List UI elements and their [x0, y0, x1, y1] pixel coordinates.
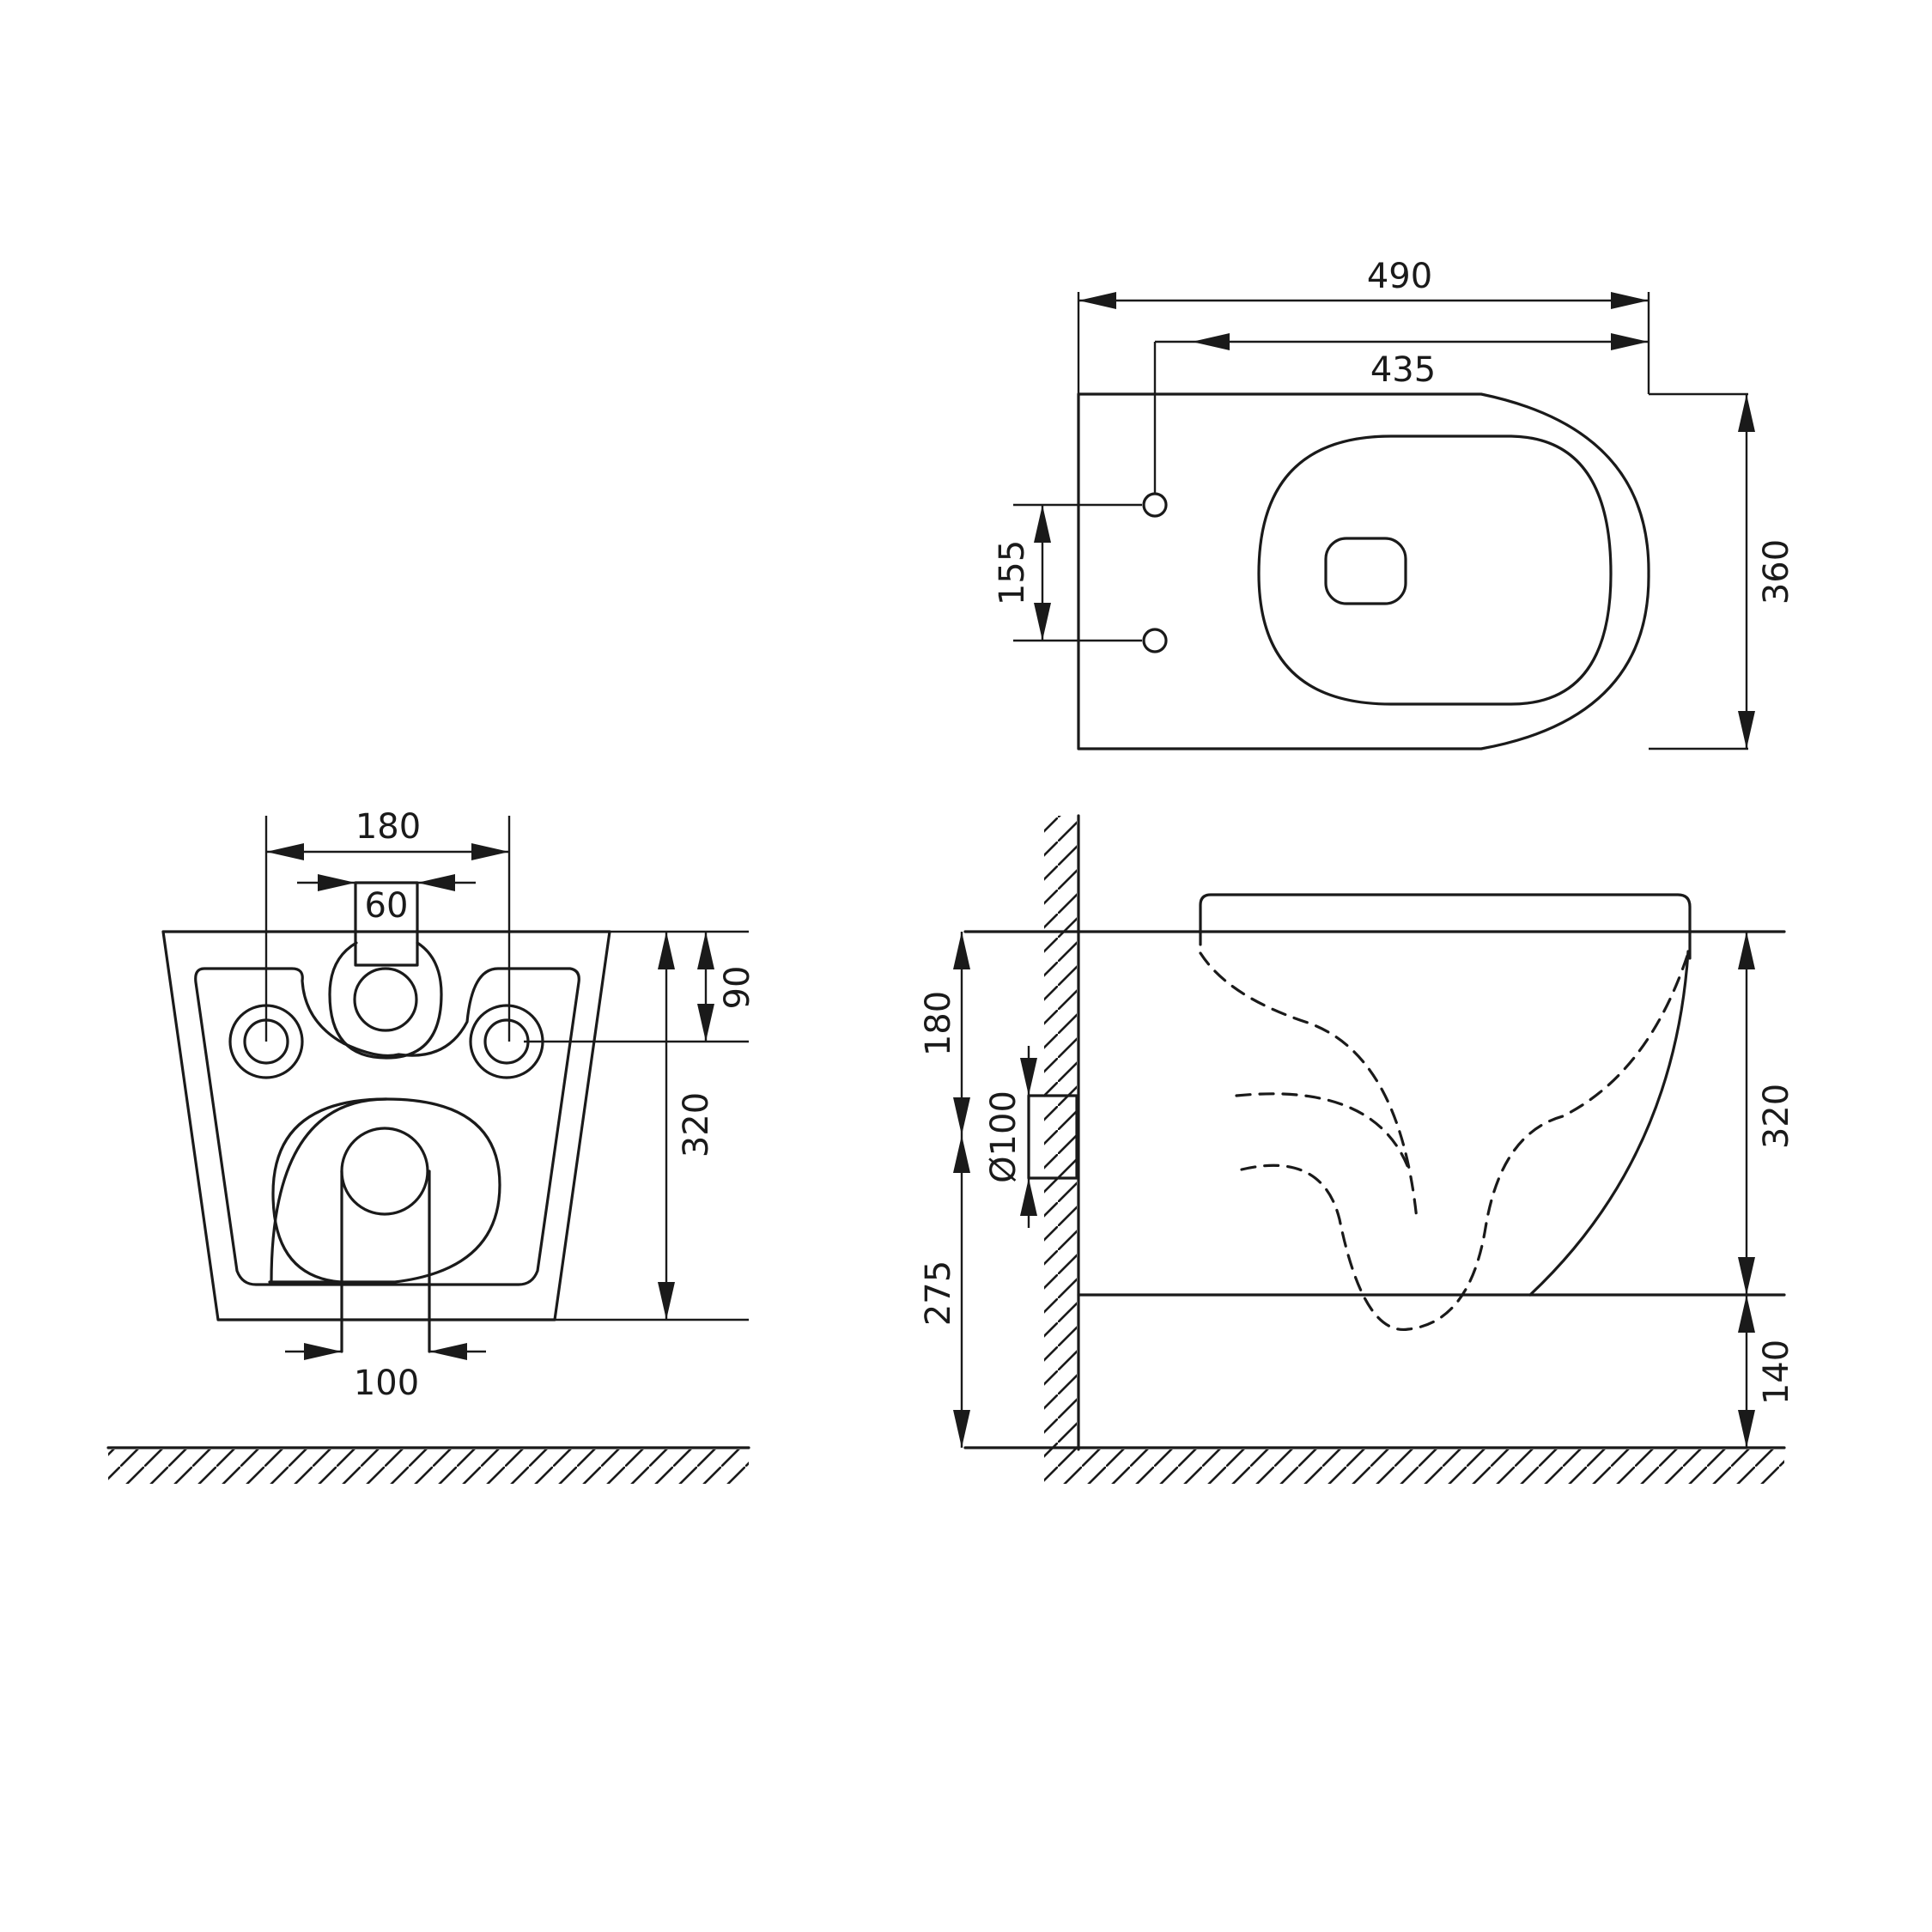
dim-label-90: 90: [718, 966, 757, 1010]
dim-label-180-side: 180: [919, 991, 958, 1056]
dim-label-490: 490: [1367, 257, 1432, 296]
top-view-drain: [1324, 537, 1407, 605]
dim-label-435: 435: [1370, 350, 1436, 390]
side-trap-middle: [1235, 1092, 1410, 1170]
back-inlet-neck: [354, 881, 419, 967]
top-view-bowl-rim: [1257, 434, 1613, 706]
dim-label-100: 100: [354, 1364, 419, 1403]
top-bolt-hole-upper: [1142, 492, 1168, 518]
side-trap-outer: [1199, 951, 1419, 1221]
dim-label-320-side: 320: [1757, 1084, 1796, 1149]
side-trap-inner: [1240, 951, 1690, 1332]
dim-label-o100: Ø100: [984, 1091, 1024, 1183]
top-view-outline: [1077, 392, 1650, 750]
side-bowl-body: [1528, 950, 1690, 1297]
wall-hatch: [1044, 816, 1077, 1449]
back-outlet-pipe: [340, 1127, 429, 1216]
back-inlet-ring: [328, 941, 443, 1060]
back-outlet-bowl-left: [271, 1097, 388, 1284]
back-view-inner-outline: [194, 967, 580, 1286]
side-view: 180 275 Ø100 320 140: [919, 814, 1796, 1484]
dim-label-140: 140: [1757, 1340, 1796, 1405]
dim-label-320-back: 320: [677, 1092, 716, 1157]
back-floor-hatch: [108, 1449, 749, 1484]
dim-label-60: 60: [365, 886, 409, 926]
side-floor-hatch: [1044, 1449, 1784, 1484]
back-outlet-bowl: [268, 1097, 501, 1284]
back-view-outline: [161, 930, 611, 1321]
dim-label-360: 360: [1757, 539, 1796, 605]
back-view: 180 60 90 320 100: [106, 807, 757, 1484]
back-bolt-hole-right: [483, 1018, 530, 1065]
back-inlet-pipe: [353, 967, 418, 1032]
top-view: 490 435 360 155: [993, 257, 1796, 750]
top-bolt-hole-lower: [1142, 628, 1168, 653]
dim-label-275: 275: [919, 1261, 958, 1326]
dim-label-155: 155: [993, 540, 1032, 605]
side-seat: [1199, 893, 1692, 960]
dim-label-180-back: 180: [355, 807, 421, 847]
